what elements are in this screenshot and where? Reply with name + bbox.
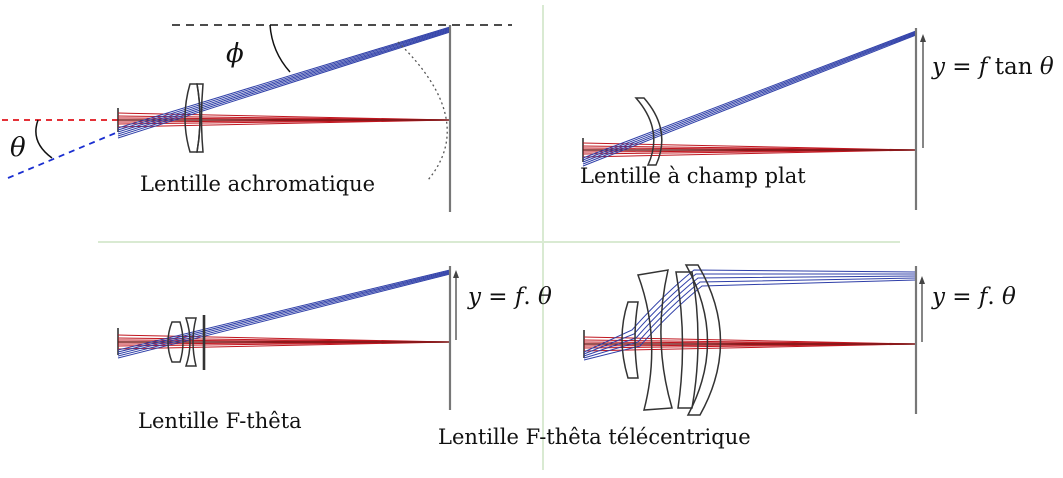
theta-arc xyxy=(35,119,53,159)
height-arrow-head xyxy=(919,276,925,284)
caption-flat-field: Lentille à champ plat xyxy=(580,164,806,188)
panel-achromatic: θ ϕ Lentille achromatique xyxy=(2,24,512,212)
formula-f-theta: y = f. θ xyxy=(467,284,552,310)
field-ray-bundle xyxy=(582,30,917,167)
theta-label: θ xyxy=(10,133,26,163)
panel-f-theta: y = f. θ Lentille F-thêta xyxy=(117,266,552,433)
telecentric-lens-4 xyxy=(684,264,722,416)
meniscus-lens xyxy=(634,97,663,166)
f-theta-lens-group xyxy=(167,315,206,370)
field-ray-dashed xyxy=(7,131,119,179)
formula-tan: y = f tan θ xyxy=(931,54,1054,80)
height-arrow-head xyxy=(453,270,459,278)
curved-focal-surface-dotted xyxy=(397,41,448,181)
telecentric-lens-2 xyxy=(636,269,673,411)
caption-telecentric: Lentille F-thêta télécentrique xyxy=(438,425,751,449)
panel-flat-field: y = f tan θ Lentille à champ plat xyxy=(580,28,1054,210)
field-ray-bundle xyxy=(117,26,451,139)
field-ray-bundle xyxy=(117,269,451,359)
height-arrow-head xyxy=(920,34,926,42)
telecentric-lens-group xyxy=(621,264,722,416)
caption-achromatic: Lentille achromatique xyxy=(140,172,375,196)
caption-f-theta: Lentille F-thêta xyxy=(138,409,302,433)
phi-arc xyxy=(269,24,291,73)
achromatic-doublet-lens xyxy=(184,83,204,153)
telecentric-lens-1 xyxy=(621,301,639,379)
phi-label: ϕ xyxy=(226,39,244,69)
panel-telecentric: y = f. θ Lentille F-thêta télécentrique xyxy=(438,264,1016,449)
formula-f-theta-telecentric: y = f. θ xyxy=(931,284,1016,310)
